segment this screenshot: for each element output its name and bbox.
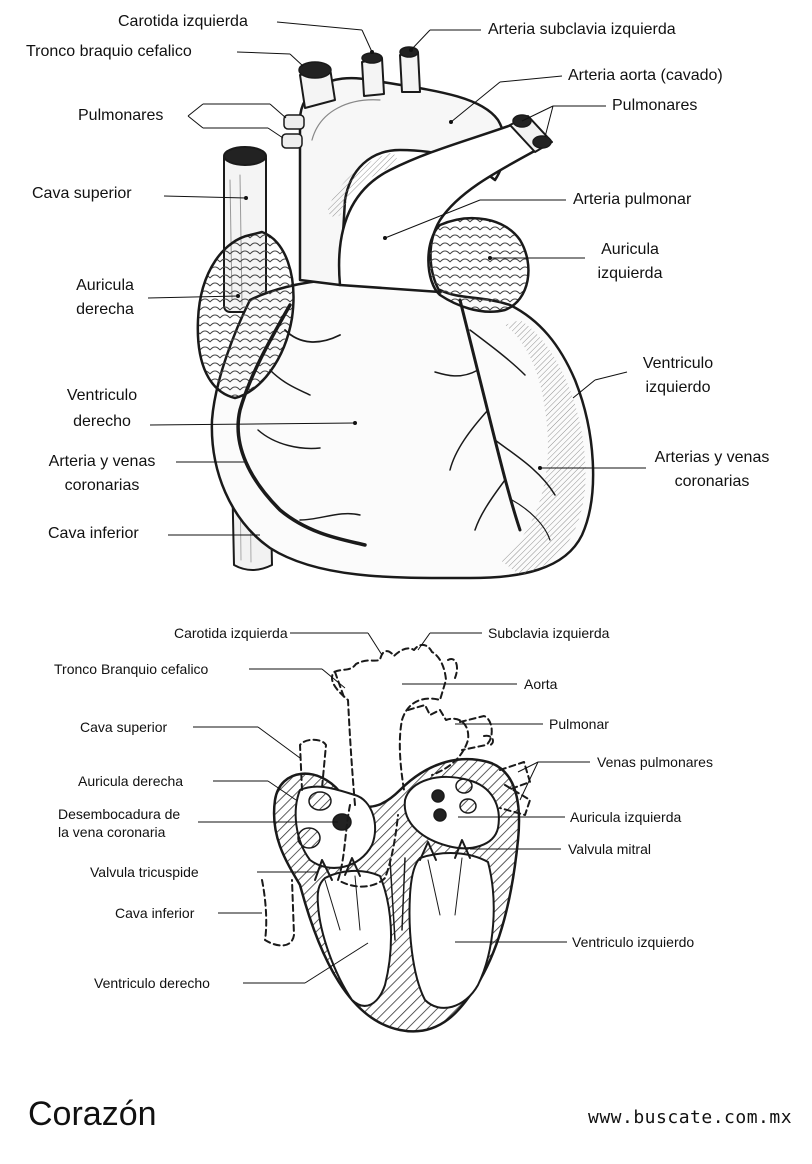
label-bottom-desembocadura-2: la vena coronaria (58, 824, 166, 840)
opening-dot (297, 827, 321, 849)
label-auricula-derecha-2: derecha (76, 301, 134, 318)
top-leader-lines (147, 21, 646, 536)
opening-dot (455, 778, 473, 794)
label-bottom-pulmonar: Pulmonar (549, 716, 609, 732)
pulmonares-left-vessels (281, 114, 305, 149)
label-arteria-aorta-cavado: Arteria aorta (cavado) (568, 67, 723, 84)
label-carotida-izquierda: Carotida izquierda (118, 13, 248, 30)
label-bottom-auricula-derecha: Auricula derecha (78, 773, 184, 789)
label-ventriculo-izquierdo-1: Ventriculo (642, 355, 714, 372)
page-title: Corazón (28, 1095, 157, 1133)
label-bottom-carotida-izquierda: Carotida izquierda (174, 625, 288, 641)
bottom-leader-lines (193, 632, 590, 984)
valvula-tricuspide-shape (314, 857, 361, 881)
label-bottom-desembocadura-1: Desembocadura de (58, 806, 181, 822)
ventriculo-izquierdo-cavity (408, 852, 495, 1009)
auricula-izquierda-shape (427, 217, 530, 313)
auricula-derecha-shape (196, 230, 295, 400)
label-arteria-subclavia-izquierda: Arteria subclavia izquierda (488, 21, 676, 38)
label-bottom-venas-pulmonares: Venas pulmonares (597, 754, 713, 770)
label-arteria-pulmonar: Arteria pulmonar (573, 191, 692, 208)
label-pulmonares-right: Pulmonares (612, 97, 698, 114)
label-bottom-ventriculo-izquierdo: Ventriculo izquierdo (572, 934, 695, 950)
label-ventriculo-derecho-2: derecho (73, 413, 131, 430)
label-pulmonares-left: Pulmonares (78, 107, 164, 124)
label-bottom-valvula-tricuspide: Valvula tricuspide (90, 864, 199, 880)
label-arteria-venas-1: Arteria y venas (48, 453, 156, 470)
label-bottom-tronco-branquio-cefalico: Tronco Branquio cefalico (54, 661, 209, 677)
ventriculo-derecho-cavity (316, 870, 392, 1007)
label-auricula-izquierda-1: Auricula (601, 241, 659, 258)
opening-dot (459, 798, 477, 814)
label-bottom-subclavia-izquierda: Subclavia izquierda (488, 625, 610, 641)
label-cava-superior: Cava superior (32, 185, 132, 202)
label-bottom-auricula-izquierda: Auricula izquierda (570, 809, 682, 825)
label-tronco-braquio-cefalico: Tronco braquio cefalico (26, 43, 192, 60)
opening-dot (308, 791, 332, 811)
label-bottom-ventriculo-derecho: Ventriculo derecho (94, 975, 210, 991)
external-heart-illustration (196, 46, 595, 580)
label-bottom-valvula-mitral: Valvula mitral (568, 841, 651, 857)
dashed-vessels (261, 644, 531, 947)
label-bottom-aorta: Aorta (524, 676, 558, 692)
aortic-branches (298, 46, 421, 109)
cross-section-illustration (261, 644, 531, 1033)
auricula-izquierda-cavity (403, 775, 500, 850)
label-arteria-venas-2: coronarias (64, 477, 140, 494)
opening-dot (431, 789, 445, 803)
valvula-mitral-shape (419, 839, 471, 861)
label-ventriculo-derecho-1: Ventriculo (66, 387, 138, 404)
label-arterias-venas-2: coronarias (674, 473, 750, 490)
label-bottom-cava-superior: Cava superior (80, 719, 168, 735)
label-cava-inferior: Cava inferior (48, 525, 139, 542)
site-url: www.buscate.com.mx (588, 1107, 793, 1128)
label-bottom-cava-inferior: Cava inferior (115, 905, 195, 921)
label-auricula-izquierda-2: izquierda (597, 265, 663, 282)
label-auricula-derecha-1: Auricula (76, 277, 134, 294)
label-ventriculo-izquierdo-2: izquierdo (645, 379, 711, 396)
opening-dot (433, 808, 447, 822)
coronary-vessels (236, 298, 556, 547)
top-leader-dots (236, 48, 542, 470)
label-arterias-venas-1: Arterias y venas (654, 449, 770, 466)
